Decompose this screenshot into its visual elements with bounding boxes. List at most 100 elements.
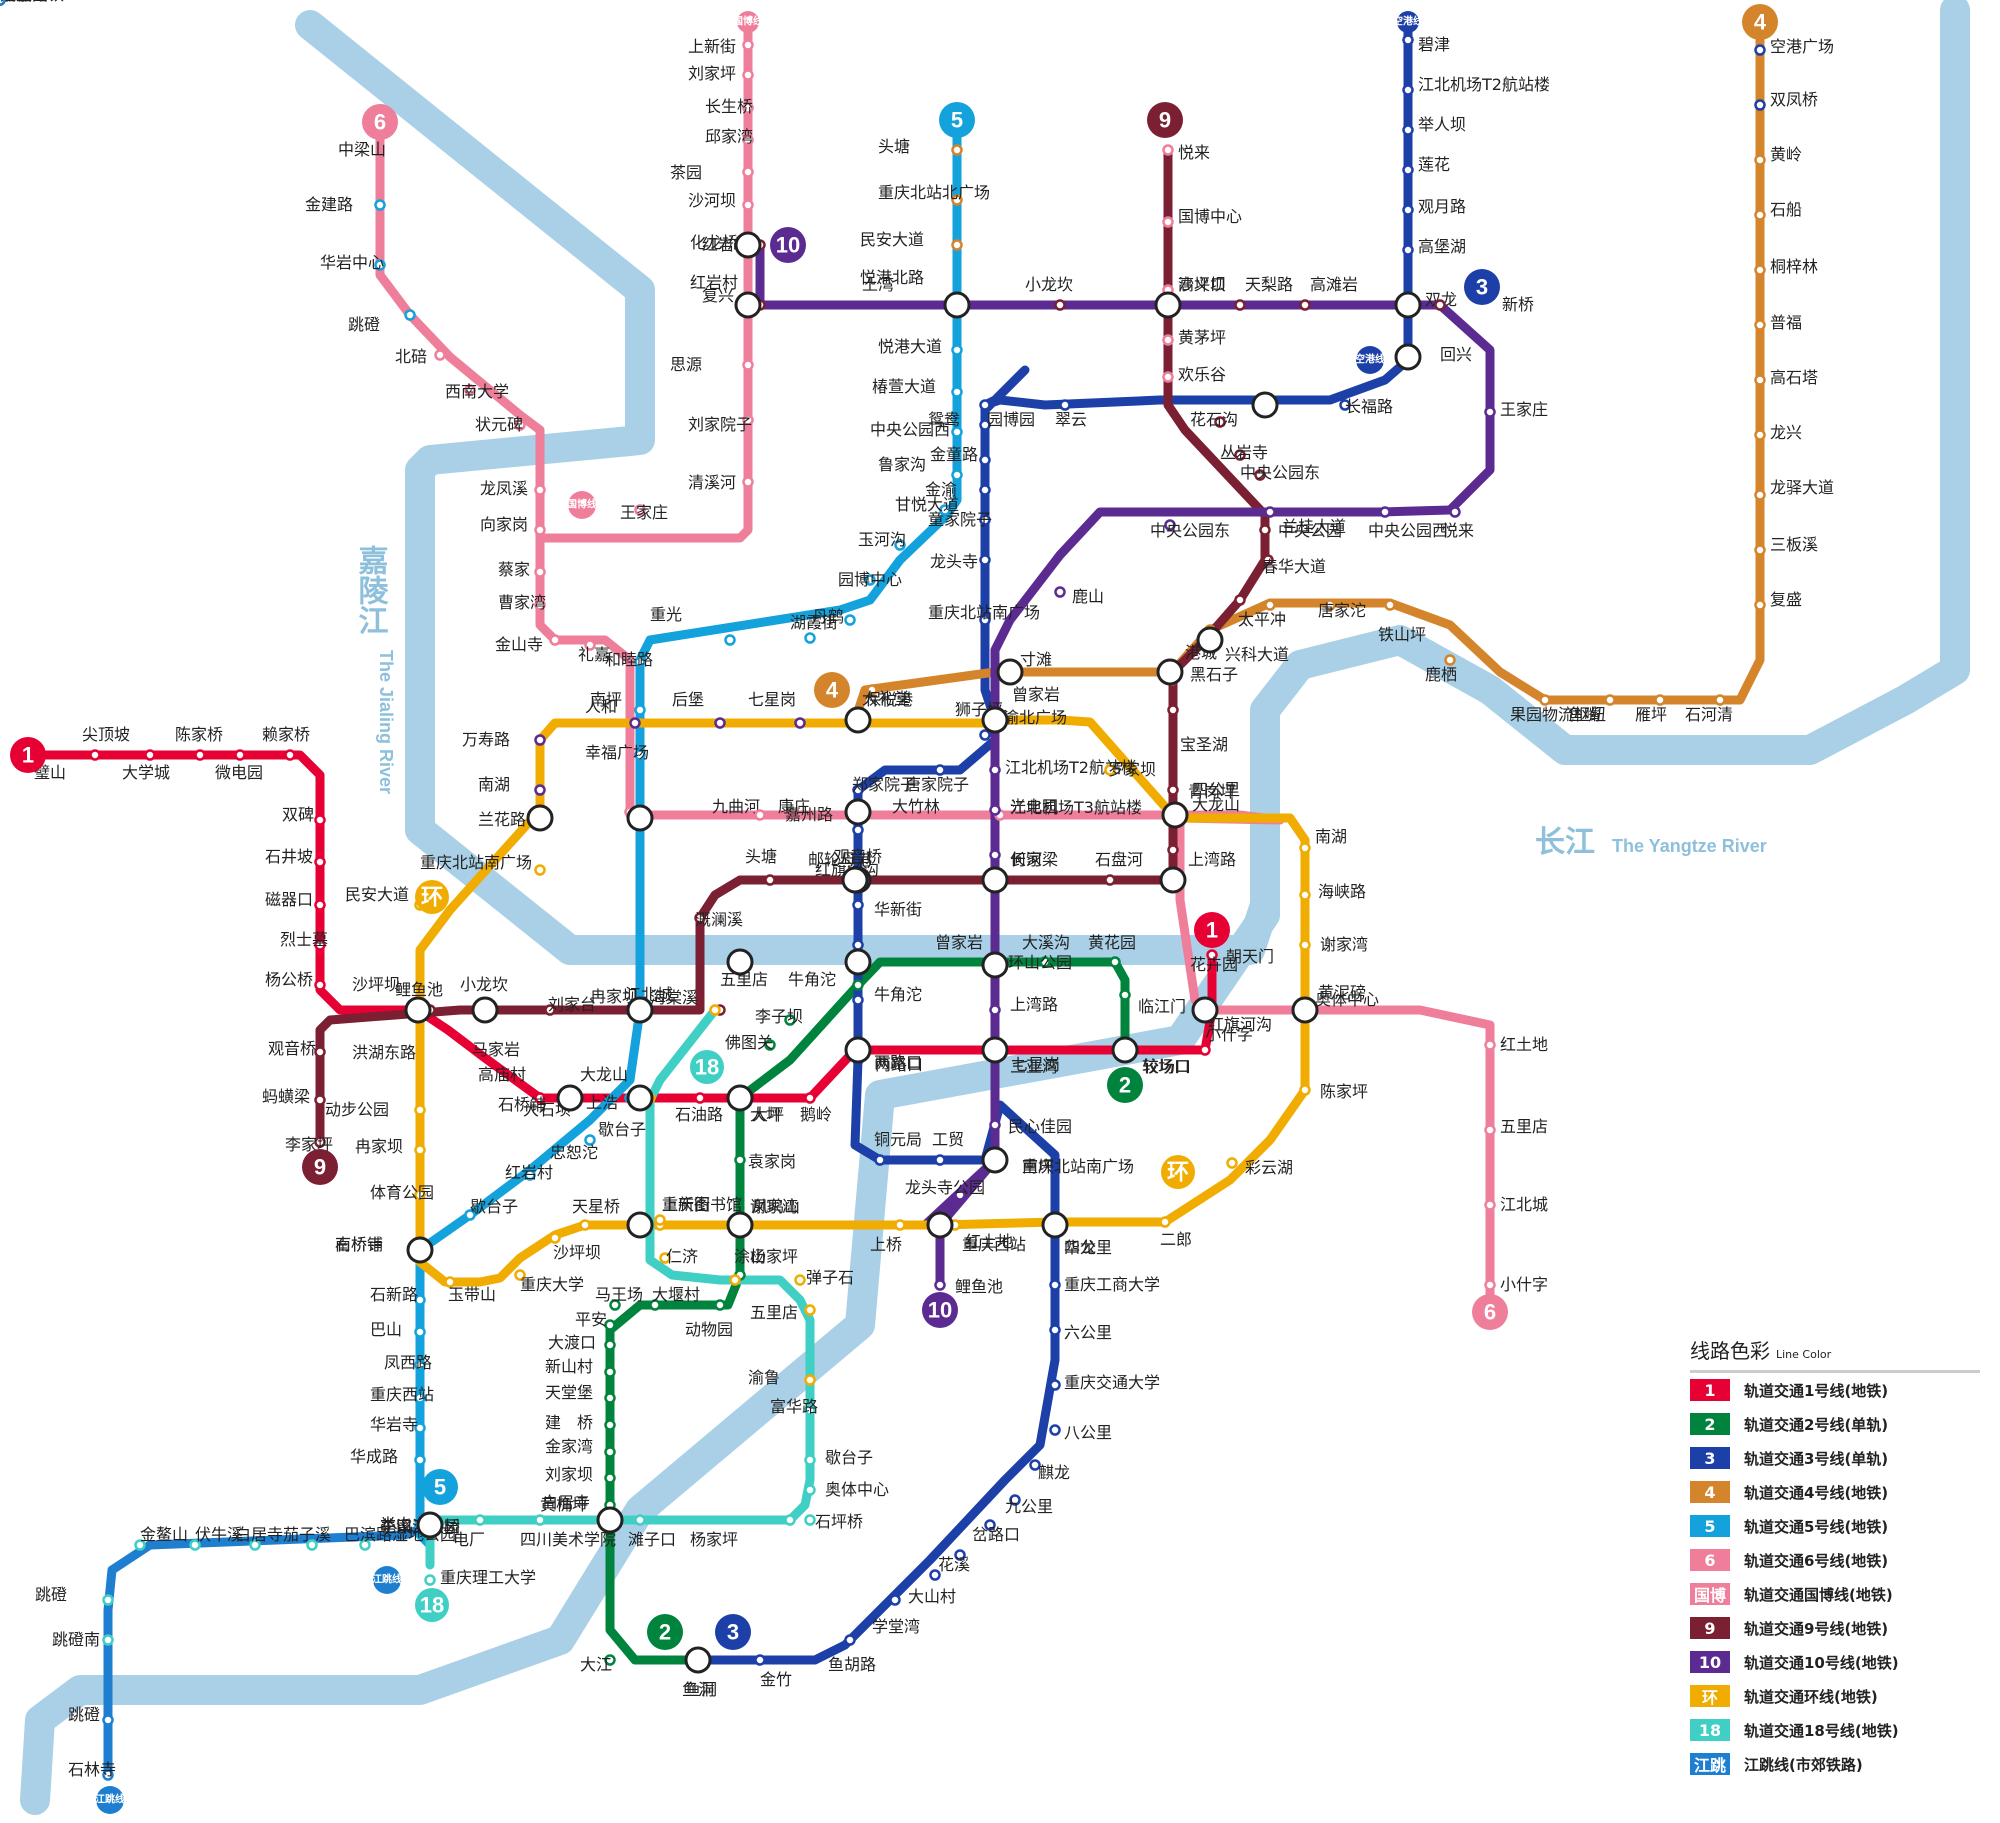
station-marker[interactable] bbox=[894, 539, 906, 551]
station-label[interactable]: 高庙村 bbox=[478, 1065, 526, 1084]
station-marker[interactable] bbox=[951, 239, 963, 251]
station-marker[interactable] bbox=[954, 1549, 966, 1561]
station-marker[interactable] bbox=[1049, 1324, 1061, 1336]
station-label[interactable]: 龙兴 bbox=[1770, 423, 1802, 442]
station-marker[interactable] bbox=[989, 764, 1001, 776]
station-marker[interactable] bbox=[1754, 154, 1766, 166]
interchange-marker[interactable] bbox=[1191, 996, 1219, 1024]
station-marker[interactable] bbox=[524, 1169, 536, 1181]
station-marker[interactable] bbox=[444, 1276, 456, 1288]
station-label[interactable]: 中央公园 bbox=[1278, 521, 1342, 540]
station-marker[interactable] bbox=[1754, 489, 1766, 501]
station-label[interactable]: 唐家沱 bbox=[1318, 601, 1366, 620]
station-marker[interactable] bbox=[844, 1634, 856, 1646]
station-label[interactable]: 马家岩 bbox=[472, 1040, 520, 1059]
station-label[interactable]: 涂山 bbox=[734, 1247, 766, 1266]
station-marker[interactable] bbox=[852, 979, 864, 991]
station-label[interactable]: 新桥 bbox=[1502, 295, 1534, 314]
station-label[interactable]: 二郎 bbox=[1160, 1230, 1192, 1249]
station-marker[interactable] bbox=[634, 704, 646, 716]
station-marker[interactable] bbox=[979, 514, 991, 526]
station-marker[interactable] bbox=[654, 1214, 666, 1226]
station-marker[interactable] bbox=[102, 1594, 114, 1606]
interchange-marker[interactable] bbox=[844, 706, 872, 734]
station-label[interactable]: 朝天门 bbox=[1226, 947, 1274, 966]
station-marker[interactable] bbox=[951, 386, 963, 398]
station-label[interactable]: 观音桥 bbox=[834, 847, 882, 866]
station-marker[interactable] bbox=[989, 849, 1001, 861]
station-label[interactable]: 丹鹤 bbox=[812, 607, 844, 626]
station-label[interactable]: 观月路 bbox=[1418, 197, 1466, 216]
station-marker[interactable] bbox=[604, 1472, 616, 1484]
station-label[interactable]: 金渝 bbox=[925, 480, 957, 499]
station-label[interactable]: 龙驿大道 bbox=[1770, 478, 1834, 497]
station-marker[interactable] bbox=[1262, 554, 1274, 566]
station-label[interactable]: 九曲河 bbox=[712, 797, 760, 816]
station-label[interactable]: 刘家台 bbox=[548, 995, 596, 1014]
station-label[interactable]: 礼嘉 bbox=[578, 645, 610, 664]
station-marker[interactable] bbox=[1444, 654, 1456, 666]
station-marker[interactable] bbox=[314, 1094, 326, 1106]
station-marker[interactable] bbox=[194, 749, 206, 761]
station-label[interactable]: 鱼洞 bbox=[685, 1680, 717, 1699]
station-label[interactable]: 溉澜溪 bbox=[695, 910, 743, 929]
station-marker[interactable] bbox=[724, 634, 736, 646]
station-marker[interactable] bbox=[979, 614, 991, 626]
station-marker[interactable] bbox=[314, 1046, 326, 1058]
station-label[interactable]: 龙头寺 bbox=[930, 552, 978, 571]
station-label[interactable]: 陈家桥 bbox=[175, 725, 223, 744]
station-marker[interactable] bbox=[894, 1219, 906, 1231]
station-label[interactable]: 长生桥 bbox=[705, 97, 753, 116]
station-marker[interactable] bbox=[804, 1454, 816, 1466]
station-label[interactable]: 鲤鱼池 bbox=[955, 1277, 1003, 1296]
station-label[interactable]: 中梁山 bbox=[338, 140, 386, 159]
station-label[interactable]: 两路口 bbox=[875, 1055, 923, 1074]
station-marker[interactable] bbox=[234, 749, 246, 761]
station-label[interactable]: 鼎山 bbox=[0, 0, 32, 4]
station-label[interactable]: 王家庄 bbox=[620, 503, 668, 522]
station-label[interactable]: 江北机场T2航站楼 bbox=[1005, 758, 1137, 777]
station-marker[interactable] bbox=[414, 1189, 426, 1201]
station-marker[interactable] bbox=[804, 632, 816, 644]
station-label[interactable]: 重庆交通大学 bbox=[1064, 1373, 1160, 1392]
station-marker[interactable] bbox=[729, 1274, 741, 1286]
station-marker[interactable] bbox=[794, 717, 806, 729]
station-marker[interactable] bbox=[1299, 842, 1311, 854]
station-label[interactable]: 甘悦大道 bbox=[895, 495, 959, 514]
station-marker[interactable] bbox=[314, 979, 326, 991]
station-marker[interactable] bbox=[604, 1339, 616, 1351]
station-marker[interactable] bbox=[474, 1514, 486, 1526]
station-label[interactable]: 九龙园 bbox=[0, 0, 48, 4]
station-label[interactable]: 跳磴 bbox=[35, 1585, 67, 1604]
station-marker[interactable] bbox=[866, 684, 878, 696]
station-label[interactable]: 沙坪坝 bbox=[553, 1243, 601, 1262]
station-marker[interactable] bbox=[404, 309, 416, 321]
station-label[interactable]: 邱家湾 bbox=[705, 127, 753, 146]
interchange-marker[interactable] bbox=[981, 1036, 1009, 1064]
station-marker[interactable] bbox=[979, 554, 991, 566]
station-marker[interactable] bbox=[649, 1299, 661, 1311]
station-marker[interactable] bbox=[1259, 524, 1271, 536]
station-label[interactable]: 重庆理工大学 bbox=[440, 1568, 536, 1587]
station-label[interactable]: 石桥铺 bbox=[335, 1235, 383, 1254]
interchange-marker[interactable] bbox=[981, 706, 1009, 734]
station-marker[interactable] bbox=[102, 1634, 114, 1646]
station-label[interactable]: 双福 bbox=[0, 0, 32, 4]
station-label[interactable]: 金童路 bbox=[930, 445, 978, 464]
station-label[interactable]: 江北城 bbox=[1500, 1195, 1548, 1214]
station-marker[interactable] bbox=[1402, 204, 1414, 216]
station-label[interactable]: 谢家湾 bbox=[750, 1197, 798, 1216]
station-marker[interactable] bbox=[742, 69, 754, 81]
station-label[interactable]: 金建路 bbox=[305, 195, 353, 214]
station-marker[interactable] bbox=[414, 1326, 426, 1338]
station-label[interactable]: 重庆北站南广场 bbox=[1022, 1157, 1134, 1176]
station-label[interactable]: 鹿山 bbox=[1072, 587, 1104, 606]
station-marker[interactable] bbox=[414, 1454, 426, 1466]
station-marker[interactable] bbox=[1324, 599, 1336, 611]
station-marker[interactable] bbox=[1029, 1459, 1041, 1471]
station-marker[interactable] bbox=[1754, 209, 1766, 221]
interchange-marker[interactable] bbox=[404, 996, 432, 1024]
station-marker[interactable] bbox=[314, 899, 326, 911]
interchange-marker[interactable] bbox=[406, 1236, 434, 1264]
interchange-marker[interactable] bbox=[626, 804, 654, 832]
